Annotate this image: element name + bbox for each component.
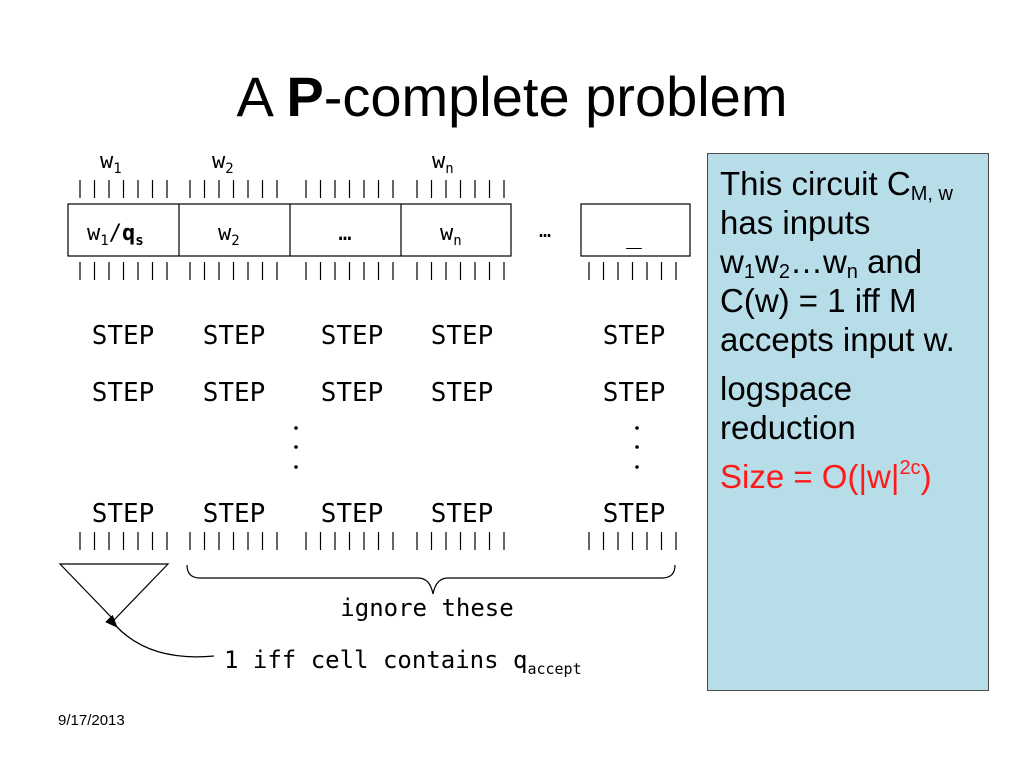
step-box-label: STEP [431,321,494,351]
title-suffix: -complete problem [323,65,788,128]
step-box-label: STEP [203,378,266,408]
ignore-brace [186,564,676,595]
tape [67,203,691,257]
vertical-ellipses [294,426,639,469]
ellipsis-dot [294,465,298,469]
reduction-note: logspace reduction [720,370,856,446]
step-box-label: STEP [321,499,384,529]
ellipsis-dot [635,445,639,449]
step-box-label: STEP [321,378,384,408]
step-box-label: STEP [603,321,666,351]
accept-gate-triangle [58,563,170,621]
step-box-label: STEP [92,499,155,529]
accept-arrow [105,614,215,658]
explanation-box: This circuit CM, w has inputs w1w2…wn an… [707,153,989,691]
slide-title: A P-complete problem [0,62,1024,132]
input-label-w1: w1 [100,149,122,177]
ellipsis-dot [294,445,298,449]
step-box-label: STEP [431,499,494,529]
tape-cell-3: … [338,221,351,246]
input-label-wn: wn [432,149,454,177]
tape-cell-1: w1/qs [87,221,144,249]
tape-blank-symbol: _ [626,220,642,250]
tape-blank-box [580,203,691,257]
step-box-label: STEP [603,378,666,408]
input-label-w2: w2 [212,149,234,177]
title-prefix: A [236,65,287,128]
step-box-label: STEP [203,499,266,529]
size-bound: Size = O(|w|2c) [720,457,932,495]
step-box-label: STEP [92,378,155,408]
ellipsis-dot [294,426,298,430]
step-box-label: STEP [92,321,155,351]
slide-date: 9/17/2013 [58,712,125,729]
tape-cell-2: w2 [218,221,240,249]
step-box-label: STEP [321,321,384,351]
accept-label: 1 iff cell contains qaccept [224,646,582,678]
ellipsis-dot [635,426,639,430]
ellipsis-dot [635,465,639,469]
tape-gap-ellipsis: … [539,218,551,242]
step-box-label: STEP [603,499,666,529]
tape-cell-4: wn [440,221,462,249]
step-box-label: STEP [431,378,494,408]
wire-ticks [79,180,677,550]
step-grid: STEP STEP STEP STEP STEP STEP STEP STEP STEP STEP… [92,321,666,529]
circuit-description: This circuit CM, w has inputs w1w2…wn an… [720,165,955,358]
ignore-label: ignore these [340,594,513,622]
step-box-label: STEP [203,321,266,351]
title-bold-p: P [286,65,324,128]
